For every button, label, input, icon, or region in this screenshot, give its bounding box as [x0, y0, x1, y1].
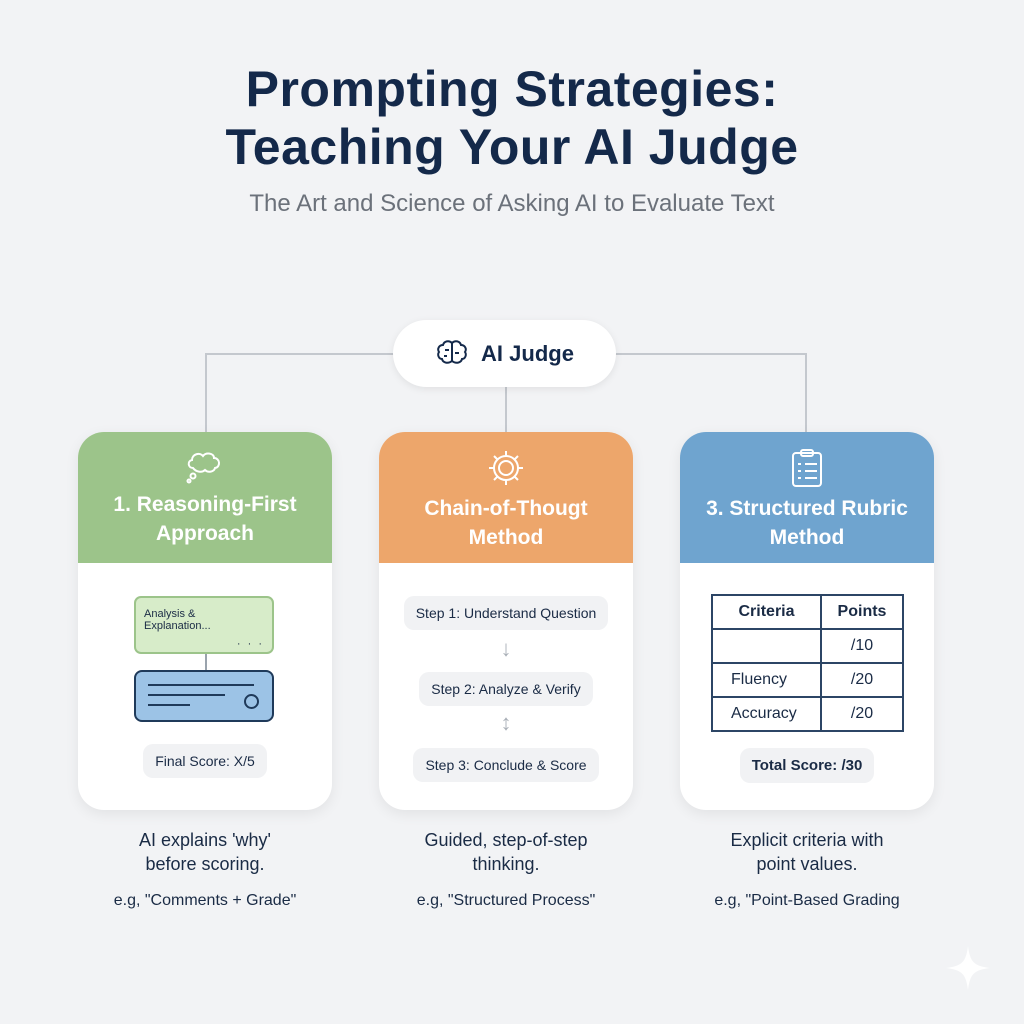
card-title-line-2: Method [769, 526, 845, 549]
card-title-line-2: Method [468, 526, 544, 549]
card-title-line-2: Approach [155, 522, 254, 545]
subtitle: The Art and Science of Asking AI to Eval… [249, 190, 775, 217]
clipboard-icon [792, 449, 822, 487]
title-line-2: Teaching Your AI Judge [225, 119, 799, 175]
total-score: Total Score: /30 [739, 748, 875, 783]
bubble-connector [205, 654, 207, 670]
score-bubble [134, 670, 274, 722]
card-title-line-1: Chain-of-Thougt [424, 497, 588, 520]
bubble-text: Analysis & Explanation... [144, 608, 211, 632]
thought-bubble-icon [186, 452, 220, 484]
brain-icon [437, 339, 467, 364]
example-reasoning: e.g, "Comments + Grade" [113, 892, 297, 909]
arrow-updown-icon: ↕ [500, 710, 512, 735]
step-3: Step 3: Conclude & Score [413, 748, 599, 782]
step-1: Step 1: Understand Question [403, 596, 609, 630]
caption-reasoning: AI explains 'why'before scoring. [139, 830, 271, 874]
connector-center [505, 387, 507, 433]
card-reasoning-first: 1. Reasoning-First Approach Analysis & E… [78, 432, 332, 810]
card-title-line-1: 3. Structured Rubric [706, 497, 908, 520]
cell: /20 [820, 696, 904, 732]
ai-judge-label: AI Judge [481, 340, 574, 366]
header-points: Points [820, 594, 904, 630]
ai-judge-node: AI Judge [393, 320, 616, 387]
cell [711, 628, 822, 664]
arrow-down-icon: ↓ [500, 636, 512, 661]
connector-right [805, 353, 807, 433]
example-rubric: e.g, "Point-Based Grading [714, 892, 900, 909]
title-line-1: Prompting Strategies: [245, 61, 779, 117]
cell: Fluency [711, 662, 822, 698]
info-icon [244, 694, 259, 709]
card-title-line-1: 1. Reasoning-First [113, 493, 297, 516]
analysis-bubble: Analysis & Explanation... · · · [134, 596, 274, 654]
cell: Accuracy [711, 696, 822, 732]
final-score: Final Score: X/5 [143, 744, 267, 778]
step-2: Step 2: Analyze & Verify [419, 672, 593, 706]
cell: /10 [820, 628, 904, 664]
gear-icon [489, 451, 523, 485]
header-criteria: Criteria [711, 594, 822, 630]
bubble-dots: · · · [236, 638, 264, 650]
sparkle-icon [946, 946, 990, 990]
card-chain-of-thought: Chain-of-Thougt Method Step 1: Understan… [379, 432, 633, 810]
connector-left [205, 353, 207, 433]
cell: /20 [820, 662, 904, 698]
example-chain: e.g, "Structured Process" [416, 892, 596, 909]
